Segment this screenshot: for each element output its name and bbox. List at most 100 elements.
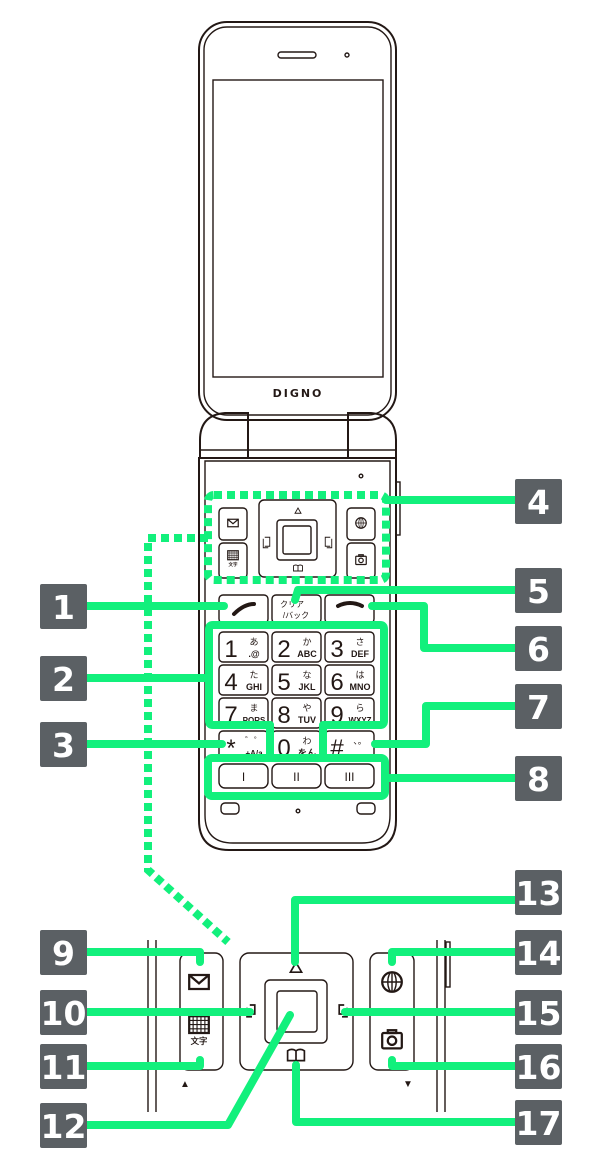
key-digit: * (226, 735, 235, 762)
key-digit: 1 (224, 636, 237, 663)
callout-label-5: 5 (515, 568, 562, 613)
brand-logo: DIGNO (273, 387, 324, 400)
key-kana: た (249, 670, 258, 680)
key-letters: PQRS (243, 716, 266, 725)
key-kana: わ (302, 736, 311, 746)
callout-label-9: 9 (40, 930, 87, 975)
center-key-large[interactable] (276, 990, 318, 1033)
down-triangle-icon: ▼ (403, 1079, 413, 1090)
key-letters: WXYZ (348, 716, 371, 725)
phonebook-icon (286, 1048, 306, 1062)
callout-label-14: 14 (515, 930, 562, 975)
callout-number: 10 (41, 994, 87, 1033)
keypad-key-3[interactable]: 3 さ DEF (324, 631, 375, 663)
key-kana: さ (355, 637, 364, 647)
callout-label-7: 7 (515, 684, 562, 729)
camera-icon (381, 1029, 403, 1050)
mail-key[interactable] (218, 507, 248, 541)
key-letters: ABC (297, 649, 317, 659)
function-key-label: II (293, 770, 300, 784)
callout-label-10: 10 (40, 990, 87, 1035)
key-kana: あ (249, 637, 258, 647)
key-kana: ら (355, 703, 364, 713)
camera-key[interactable] (346, 542, 376, 579)
hinge (199, 412, 397, 458)
mail-icon (188, 973, 210, 991)
globe-icon (381, 971, 403, 993)
callout-label-16: 16 (515, 1044, 562, 1089)
up-arrow-icon (294, 507, 302, 514)
key-digit: 6 (330, 669, 343, 696)
callout-number: 3 (52, 726, 75, 765)
speaker (277, 51, 317, 59)
callout-number: 15 (516, 994, 562, 1033)
function-key-label: III (344, 770, 354, 784)
phone-top-half: DIGNO (198, 21, 397, 421)
key-kana: な (302, 670, 311, 680)
key-letters: TUV (298, 715, 316, 725)
function-key-2[interactable]: II (271, 763, 322, 789)
callout-number: 5 (527, 572, 550, 611)
key-digit: 2 (277, 636, 290, 663)
key-kana: ま (249, 703, 258, 713)
svg-text:クリア: クリア (280, 600, 304, 609)
key-letters: MNO (350, 682, 371, 692)
callout-label-12: 12 (40, 1103, 87, 1148)
callout-number: 1 (52, 588, 75, 627)
phone-icon (232, 602, 256, 616)
callout-number: 2 (52, 660, 75, 699)
callout-label-3: 3 (40, 722, 87, 767)
key-kana: や (302, 703, 311, 713)
keypad-key-6[interactable]: 6 は MNO (324, 664, 375, 696)
key-kana: ゛゜ (245, 736, 263, 746)
center-key[interactable] (282, 525, 312, 555)
calendar-icon (188, 1015, 210, 1035)
callout-number: 9 (52, 934, 75, 973)
callout-number: 8 (527, 760, 550, 799)
function-key-1[interactable]: I (218, 763, 269, 789)
key-kana: は (355, 670, 364, 680)
function-key-3[interactable]: III (324, 763, 375, 789)
up-triangle-icon: ▲ (180, 1079, 190, 1090)
key-letters: +A/a (245, 749, 263, 758)
mail-flap (227, 518, 239, 525)
key-digit: 8 (277, 702, 290, 729)
end-power-key[interactable] (324, 594, 375, 624)
key-letters: .@ (248, 649, 260, 659)
callout-number: 7 (527, 688, 550, 727)
callout-number: 4 (527, 483, 550, 522)
keypad-key-1[interactable]: 1 あ .@ (218, 631, 269, 663)
callout-label-11: 11 (40, 1044, 87, 1089)
redo-icon (262, 536, 271, 549)
callout-label-13: 13 (515, 870, 562, 915)
callout-number: 17 (516, 1104, 562, 1143)
key-letters: GHI (246, 682, 262, 692)
keypad-key-8[interactable]: 8 や TUV (271, 697, 322, 729)
highlights (81, 491, 519, 1129)
mail-flap (188, 974, 210, 985)
sensor-dot (344, 52, 350, 58)
callout-label-2: 2 (40, 656, 87, 701)
key-letters: DEF (351, 649, 370, 659)
callout-number: 14 (516, 934, 562, 973)
end-call-icon (336, 601, 364, 608)
up-arrow-icon (288, 960, 304, 974)
callout-label-6: 6 (515, 626, 562, 671)
callout-label-15: 15 (515, 990, 562, 1035)
key-digit: 3 (330, 636, 343, 663)
calendar-key[interactable] (218, 542, 248, 579)
key-digit: 4 (224, 669, 237, 696)
side-button[interactable] (395, 481, 401, 536)
keypad-key-4[interactable]: 4 た GHI (218, 664, 269, 696)
globe-icon (355, 517, 367, 529)
key-letters: をん (298, 748, 316, 758)
callout-label-8: 8 (515, 756, 562, 801)
display-screen (212, 79, 384, 378)
char-label: 文字 (191, 1036, 208, 1046)
globe-key[interactable] (346, 507, 376, 541)
key-letters: JKL (298, 682, 316, 692)
